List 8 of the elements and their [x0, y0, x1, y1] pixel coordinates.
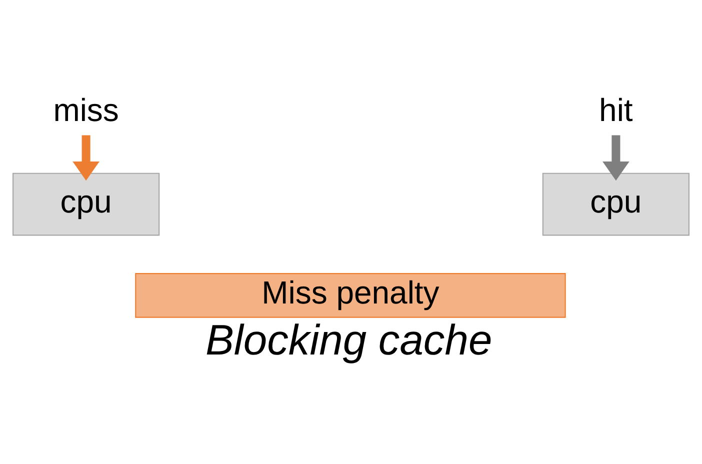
node-text: hit [599, 92, 633, 128]
caption: Blocking cache [205, 316, 492, 365]
node-box: cpu [12, 172, 160, 236]
arrow [72, 135, 100, 181]
node-text: miss [53, 92, 119, 128]
arrow [602, 135, 630, 181]
node-box: Miss penalty [135, 273, 566, 318]
node-box: cpu [542, 172, 690, 236]
